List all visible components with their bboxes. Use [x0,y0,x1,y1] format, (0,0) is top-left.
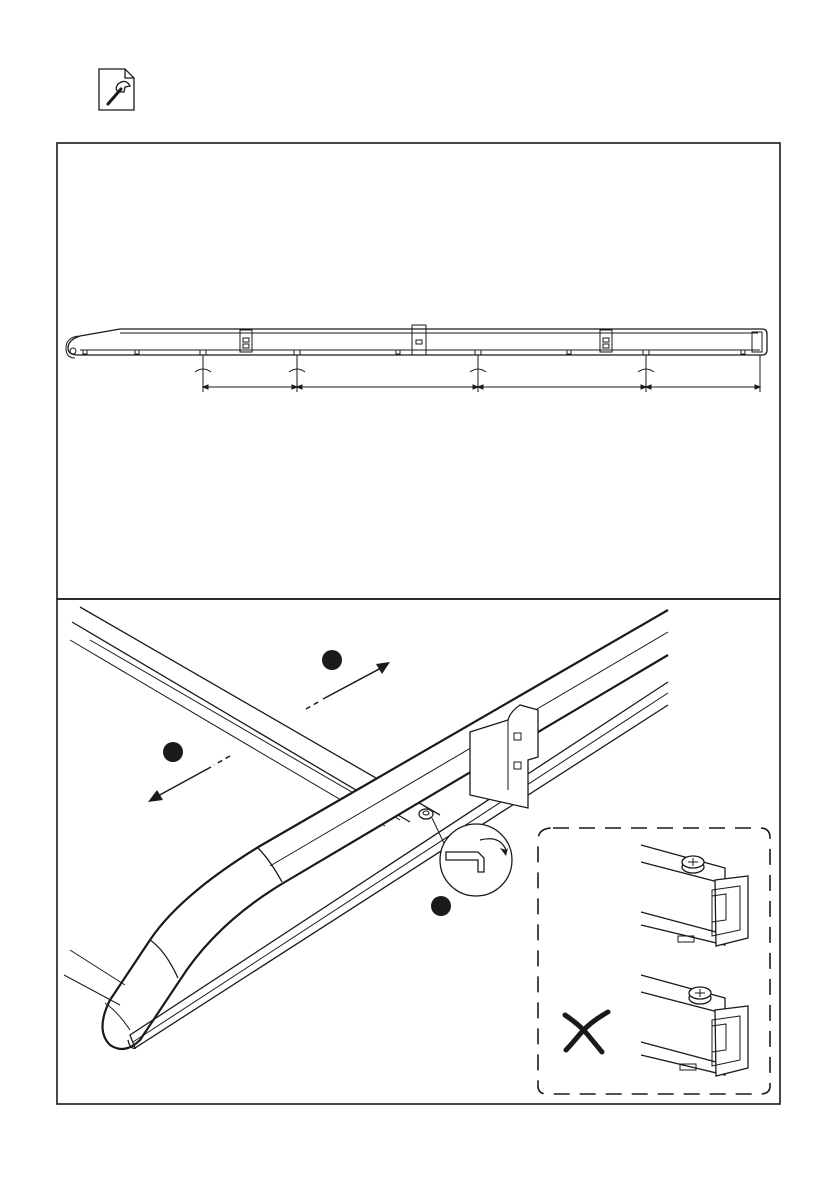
roof-rail-overview [66,325,767,392]
clamp-orientation-inset [538,828,770,1094]
cross-mark-icon [565,1012,608,1052]
top-panel-frame [57,143,780,599]
tool-document-icon [99,69,134,110]
step-marker-c [431,896,451,916]
step-marker-b [163,742,183,762]
step-marker-a [322,650,342,670]
rail-crossbar-detail [64,607,770,1094]
